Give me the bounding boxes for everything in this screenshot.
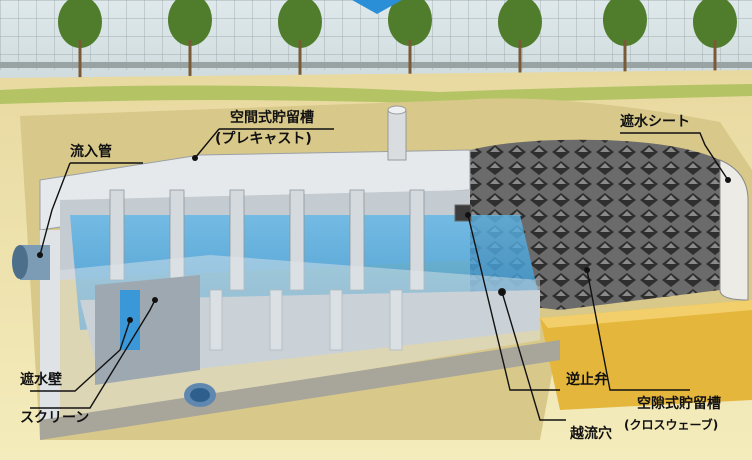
inflow-pipe-mouth	[12, 245, 28, 279]
precast-label: (プレキャスト)	[215, 131, 312, 147]
tank-base	[40, 340, 560, 440]
vent-pipe	[387, 109, 407, 161]
lawn	[0, 84, 752, 104]
screen-chamber	[95, 275, 200, 385]
void-storage-label: 空隙式貯留槽	[637, 396, 721, 412]
leader-dots	[37, 155, 731, 323]
fence-rail	[0, 62, 752, 68]
soil-block	[540, 300, 752, 410]
waterproof-wall-label: 遮水壁	[20, 372, 62, 388]
overflow-hole-label: 越流穴	[570, 426, 612, 442]
crossweave-label: (クロスウェーブ)	[624, 418, 719, 432]
soil-block-top	[540, 300, 752, 328]
top-marker	[352, 0, 402, 14]
space-storage-label: 空間式貯留槽	[230, 110, 314, 126]
waterproof-sheet-label: 遮水シート	[620, 114, 690, 130]
check-valve-label: 逆止弁	[566, 372, 608, 388]
leader-lines	[30, 128, 729, 421]
crosswave-block	[470, 139, 720, 310]
waterproof-sheet	[719, 159, 749, 301]
tank-partitions	[109, 189, 425, 351]
trees	[58, 0, 737, 48]
screen-label: スクリーン	[20, 410, 90, 426]
inflow-pipe-label: 流入管	[70, 144, 112, 160]
